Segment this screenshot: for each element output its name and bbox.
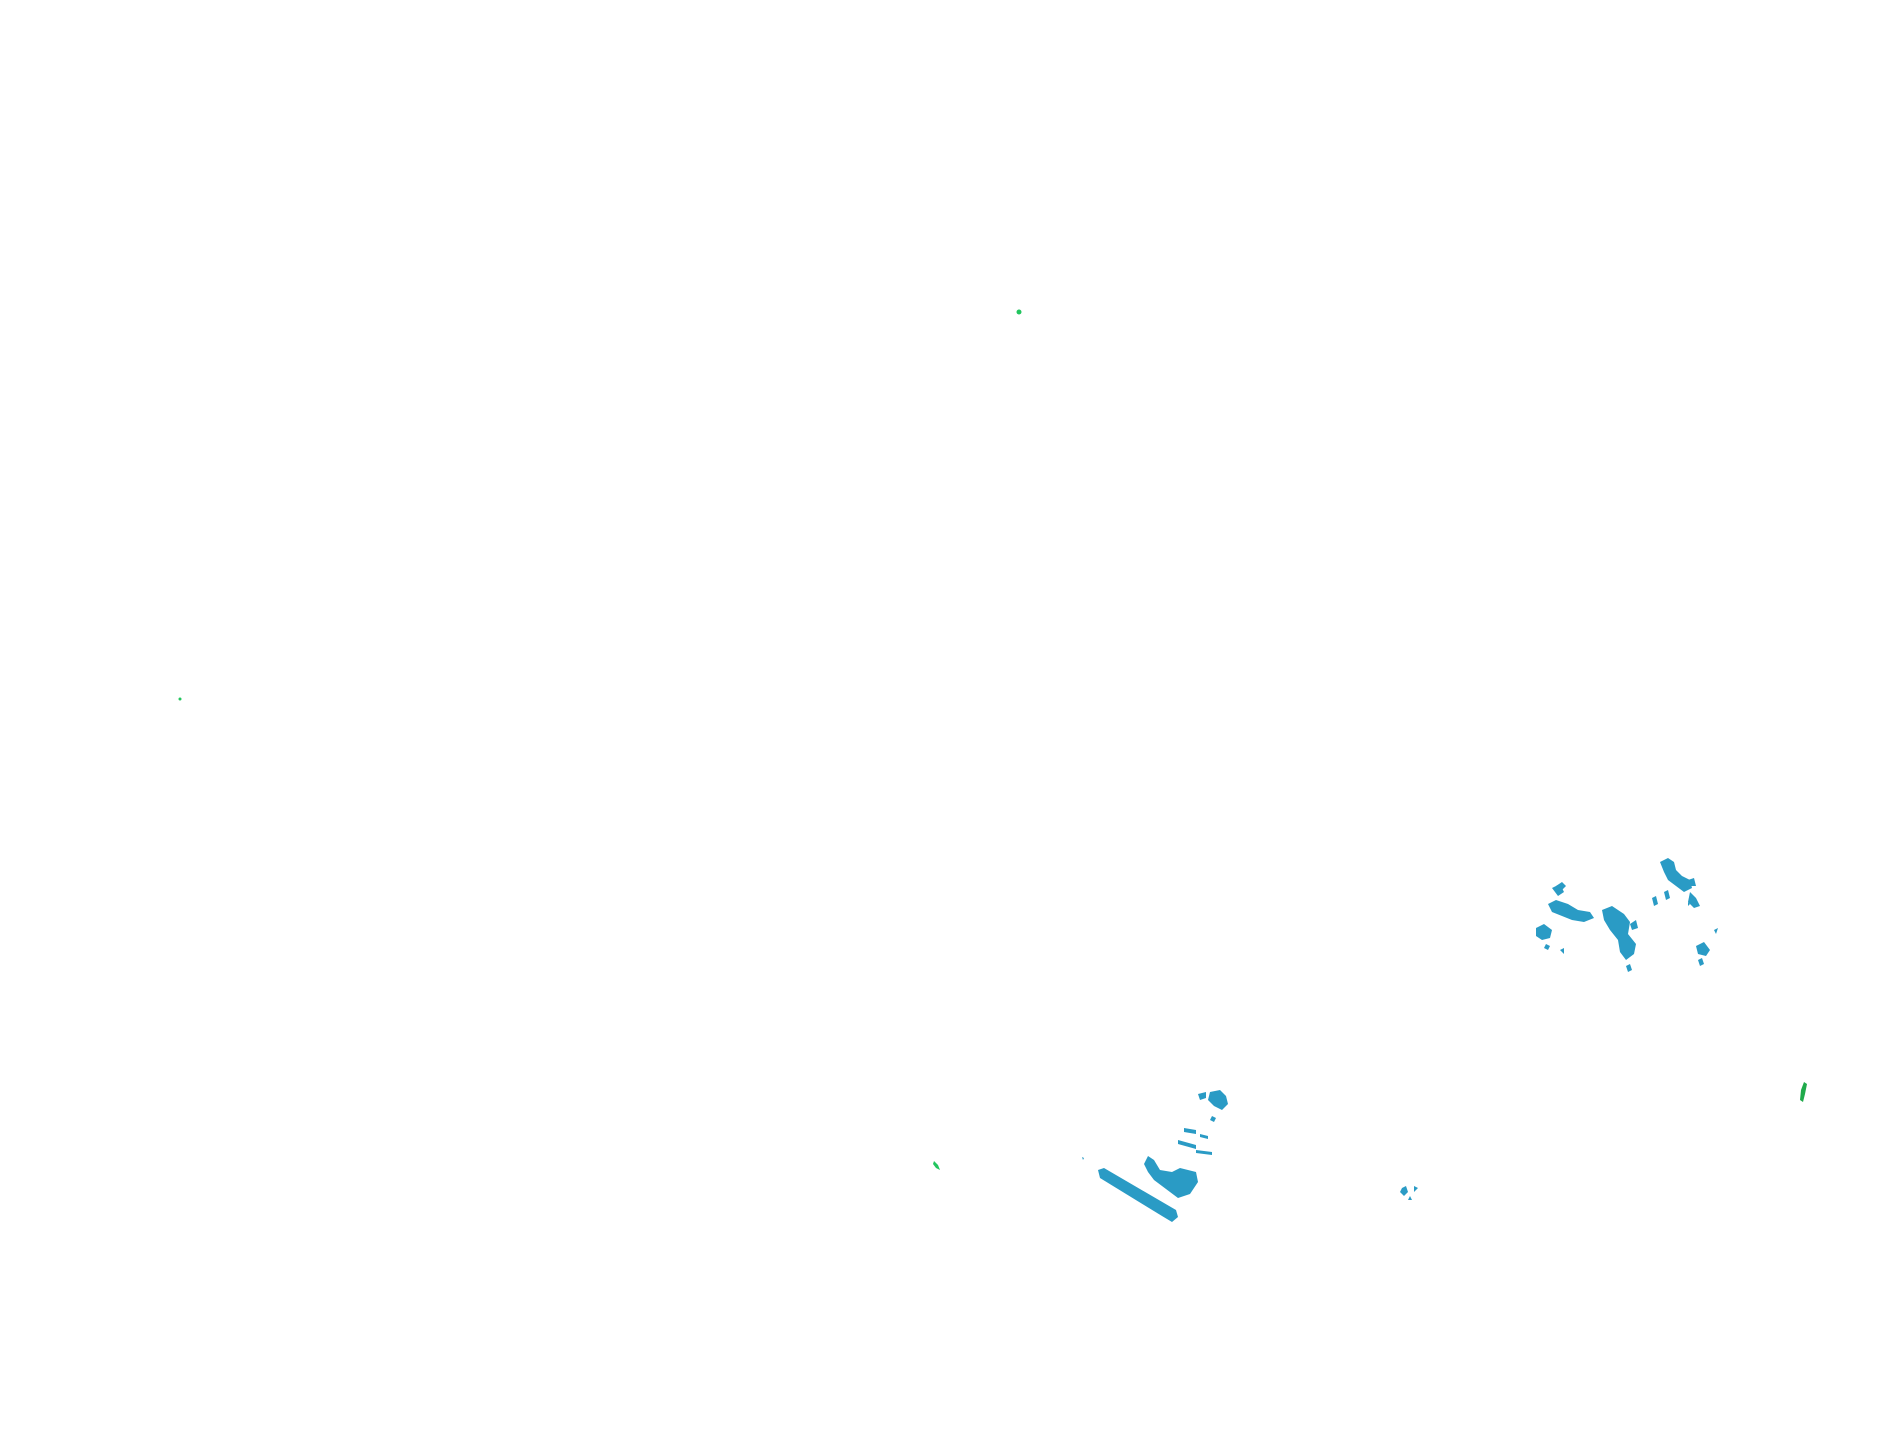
water-lake-6 <box>1630 920 1638 930</box>
water-speck-i <box>1210 1116 1216 1122</box>
water-strip-d <box>1196 1150 1212 1155</box>
water-speck-k <box>1414 1186 1418 1192</box>
water-lake-1 <box>1536 924 1552 940</box>
water-speck-channel-start <box>1082 1157 1084 1160</box>
water-lake-16 <box>1698 958 1704 966</box>
water-channel-diagonal <box>1098 1168 1178 1222</box>
water-patch-g <box>1208 1090 1228 1110</box>
water-lake-14 <box>1664 890 1670 900</box>
water-lake-4 <box>1556 882 1566 890</box>
water-lake-7 <box>1626 964 1632 972</box>
water-lake-8 <box>1544 944 1550 950</box>
water-lake-5 <box>1602 906 1636 960</box>
green-strip-right <box>1800 1082 1807 1102</box>
water-lake-12 <box>1688 892 1700 908</box>
green-patch-middle <box>933 1161 940 1170</box>
water-lake-13 <box>1652 896 1658 906</box>
water-lake-9 <box>1560 948 1564 954</box>
green-dot-top <box>1016 309 1022 315</box>
green-dot-left <box>178 697 182 701</box>
water-lake-10 <box>1660 858 1692 892</box>
water-patch-a <box>1144 1156 1198 1198</box>
water-lake-17 <box>1714 928 1718 934</box>
water-patch-h <box>1198 1092 1206 1100</box>
water-speck-j <box>1400 1186 1408 1196</box>
water-strip-e <box>1184 1128 1196 1134</box>
water-lake-2 <box>1548 900 1594 922</box>
water-lake-18 <box>1688 902 1690 906</box>
water-lake-15 <box>1696 942 1710 956</box>
water-features <box>1082 858 1718 1222</box>
water-strip-c <box>1178 1140 1196 1149</box>
water-patch-b <box>1146 1158 1152 1166</box>
water-lake-11 <box>1688 878 1696 886</box>
vegetation-features <box>178 309 1807 1170</box>
water-strip-f <box>1200 1134 1208 1139</box>
water-speck-l <box>1408 1196 1412 1200</box>
